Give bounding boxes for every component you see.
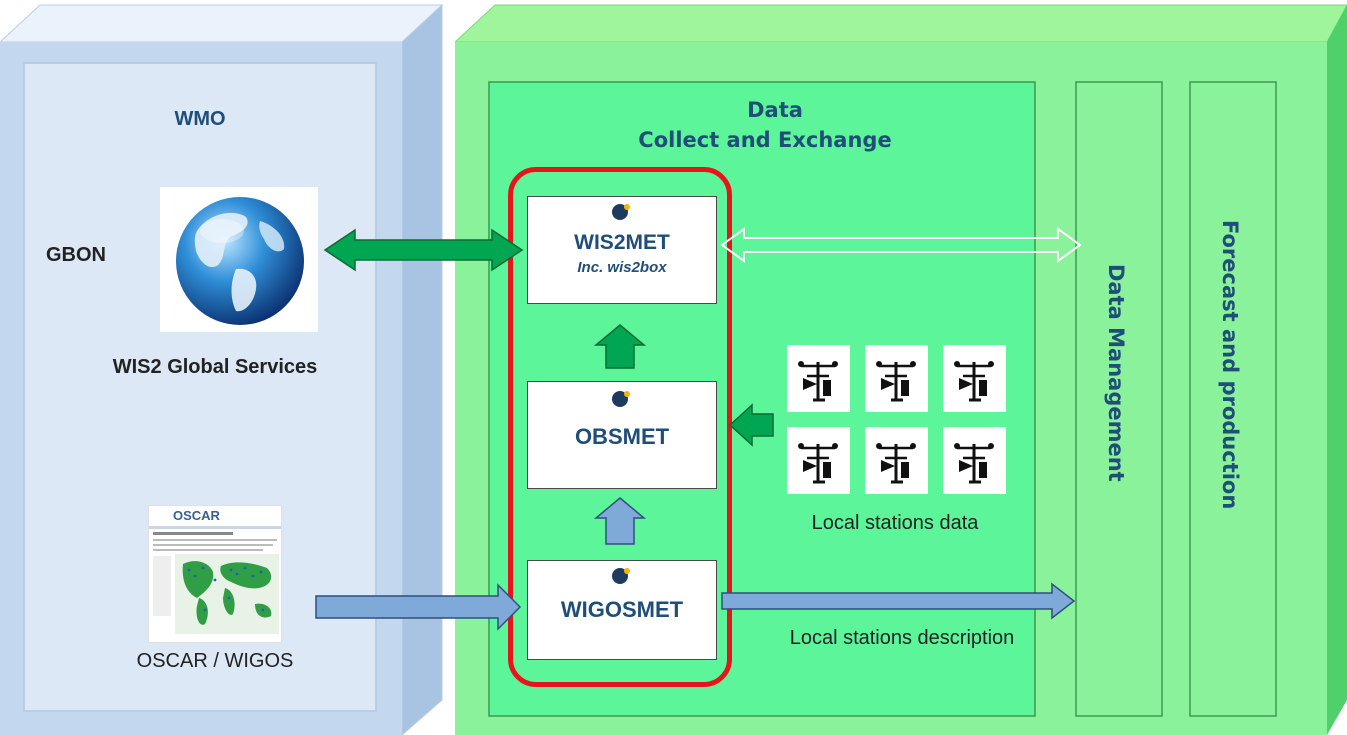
wis2met-subtitle: Inc. wis2box: [577, 259, 667, 276]
weather-station-icon: [943, 345, 1006, 412]
data-management-label: Data Management: [1104, 264, 1128, 482]
weather-station-icon: [865, 345, 928, 412]
weather-station-icon: [865, 427, 928, 494]
obsmet-title: OBSMET: [574, 424, 670, 449]
gbon-label: GBON: [46, 244, 106, 266]
oscar-screenshot: OSCAR: [148, 505, 282, 643]
local-stations-data-label: Local stations data: [811, 512, 979, 534]
wis2met-title: WIS2MET: [574, 231, 670, 254]
weather-station-icon: [943, 427, 1006, 494]
wigosmet-title: WIGOSMET: [560, 597, 684, 622]
globe-image: [160, 187, 318, 332]
oscar-wigos-label: OSCAR / WIGOS: [136, 650, 294, 672]
weather-station-icon: [787, 427, 850, 494]
wigosmet-box[interactable]: WIGOSMET: [527, 560, 717, 660]
wmo-title: WMO: [174, 108, 226, 130]
weather-station-icon: [787, 345, 850, 412]
mfi-logo-icon: [612, 391, 630, 407]
forecast-production-label: Forecast and production: [1218, 220, 1242, 510]
mfi-logo-icon: [612, 568, 630, 584]
wis2-global-services-label: WIS2 Global Services: [112, 356, 318, 378]
mfi-logo-icon: [612, 204, 630, 220]
oscar-map: [175, 554, 279, 634]
data-collect-title-line2: Collect and Exchange: [638, 128, 892, 152]
local-stations-description-label: Local stations description: [789, 627, 1015, 649]
oscar-logo: OSCAR: [173, 508, 220, 523]
obsmet-box[interactable]: OBSMET: [527, 381, 717, 489]
wis2met-box[interactable]: WIS2MET Inc. wis2box: [527, 196, 717, 304]
globe-icon: [176, 197, 304, 325]
mfi-modules-highlight: [508, 167, 732, 687]
data-collect-title-line1: Data: [747, 98, 803, 122]
